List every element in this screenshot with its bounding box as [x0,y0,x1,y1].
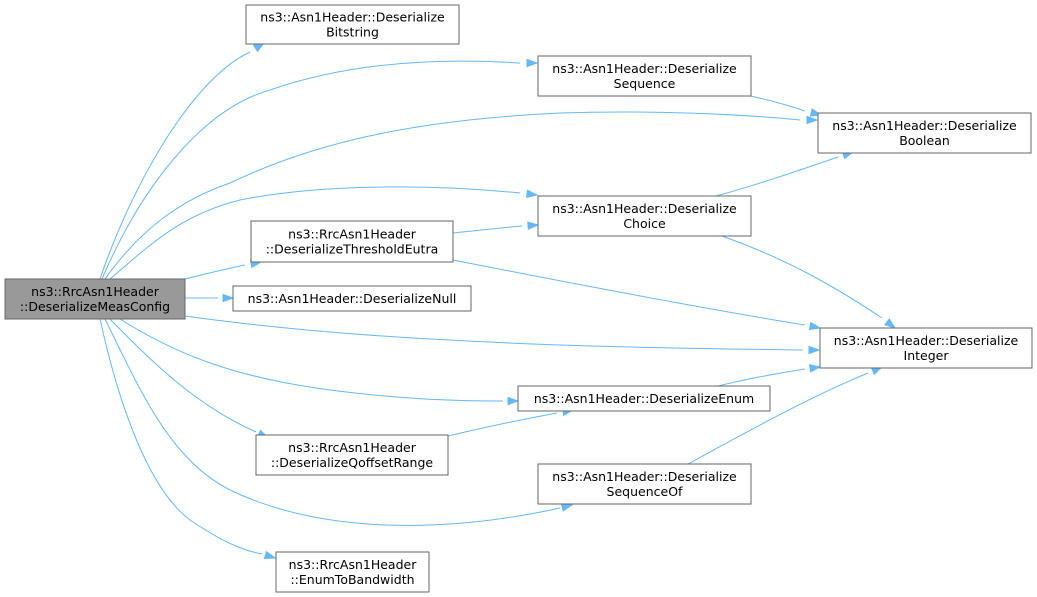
arrowhead-icon [526,189,539,199]
edge-threshold-to-integer [452,259,822,331]
node-box[interactable] [517,385,771,412]
edge-sequence-to-boolean [749,95,823,117]
node-null[interactable]: ns3::Asn1Header::DeserializeNull [232,285,472,312]
node-label-line: Boolean [899,133,950,148]
edge-line [109,318,257,433]
arrowhead-icon [808,345,821,355]
node-label-line: ns3::Asn1Header::DeserializeEnum [534,391,754,406]
edge-line [104,111,801,280]
node-box[interactable] [537,55,752,97]
node-label-line: ::DeserializeMeasConfig [20,299,170,314]
node-qoffset[interactable]: ns3::RrcAsn1Header::DeserializeQoffsetRa… [255,434,449,476]
edge-choice-to-integer [721,235,897,329]
node-box[interactable] [537,195,752,237]
arrowhead-icon [809,364,822,373]
edge-qoffset-to-enum [447,407,575,437]
edge-line [104,318,561,526]
edge-sequenceof-to-integer [687,366,884,465]
node-box[interactable] [817,112,1032,154]
edge-root-to-enum [119,318,520,406]
edge-line [99,51,251,280]
arrowhead-icon [526,58,539,68]
edge-root-to-null [185,293,235,303]
node-box[interactable] [245,4,460,45]
edge-line [119,318,504,402]
node-label-line: ns3::Asn1Header::DeserializeNull [248,291,457,306]
edge-line [749,95,806,112]
node-box[interactable] [537,463,752,505]
edge-line [721,235,883,319]
edge-root-to-integer [184,315,821,355]
arrowhead-icon [263,550,277,560]
edge-choice-to-boolean [715,151,855,197]
edge-line [447,412,558,437]
edges-layer [99,42,897,560]
edge-line [715,156,839,197]
arrowhead-icon [560,503,574,512]
edge-line [452,259,806,326]
edge-enum-to-integer [717,364,822,387]
node-label-line: ns3::Asn1Header::Deserialize [260,10,445,25]
node-enumbw[interactable]: ns3::RrcAsn1Header::EnumToBandwidth [275,551,430,593]
edge-line [687,372,869,465]
node-label-line: ns3::RrcAsn1Header [288,440,417,455]
edge-root-to-choice [109,186,539,280]
node-label-line: SequenceOf [607,484,683,499]
edge-root-to-enumbw [99,318,277,560]
node-label-line: ns3::Asn1Header::Deserialize [552,201,737,216]
edge-line [101,60,521,280]
edge-root-to-boolean [104,111,819,280]
node-label-line: Sequence [614,76,676,91]
edge-line [109,186,521,280]
arrowhead-icon [222,293,235,303]
edge-root-to-sequenceof [104,318,574,526]
node-box[interactable] [232,285,472,312]
node-box[interactable] [255,434,449,476]
node-label-line: ns3::Asn1Header::Deserialize [552,61,737,76]
node-label-line: ::DeserializeThresholdEutra [266,242,439,257]
node-label-line: Choice [623,216,666,231]
edge-line [452,225,523,234]
node-box[interactable] [275,551,430,593]
node-label-line: ns3::Asn1Header::Deserialize [832,118,1017,133]
node-label-line: ns3::Asn1Header::Deserialize [834,333,1019,348]
node-root[interactable]: ns3::RrcAsn1Header::DeserializeMeasConfi… [4,278,186,320]
node-label-line: ns3::RrcAsn1Header [289,557,418,572]
arrowhead-icon [507,396,520,406]
edge-root-to-threshold [184,259,263,280]
edge-line [717,368,806,387]
node-box[interactable] [250,220,454,263]
arrowhead-icon [806,115,819,125]
node-label-line: Bitstring [326,25,379,40]
edge-line [184,315,804,351]
node-label-line: ns3::Asn1Header::Deserialize [552,469,737,484]
node-enum[interactable]: ns3::Asn1Header::DeserializeEnum [517,385,771,412]
node-label-line: ::DeserializeQoffsetRange [271,455,434,470]
node-box[interactable] [819,327,1033,369]
node-threshold[interactable]: ns3::RrcAsn1Header::DeserializeThreshold… [250,220,454,263]
edge-root-to-sequence [101,58,539,280]
arrowhead-icon [884,318,897,329]
edge-line [99,318,263,555]
node-label-line: ns3::RrcAsn1Header [31,284,160,299]
edge-root-to-qoffset [109,318,270,439]
edge-threshold-to-choice [452,221,540,234]
edge-root-to-bitstring [99,42,266,280]
nodes-layer: ns3::RrcAsn1Header::DeserializeMeasConfi… [4,4,1033,593]
node-label-line: Integer [904,348,950,363]
arrowhead-icon [527,221,540,230]
edge-line [184,264,246,280]
node-label-line: ns3::RrcAsn1Header [288,227,417,242]
node-label-line: ::EnumToBandwidth [290,572,414,587]
arrowhead-icon [808,321,822,331]
node-box[interactable] [4,278,186,320]
